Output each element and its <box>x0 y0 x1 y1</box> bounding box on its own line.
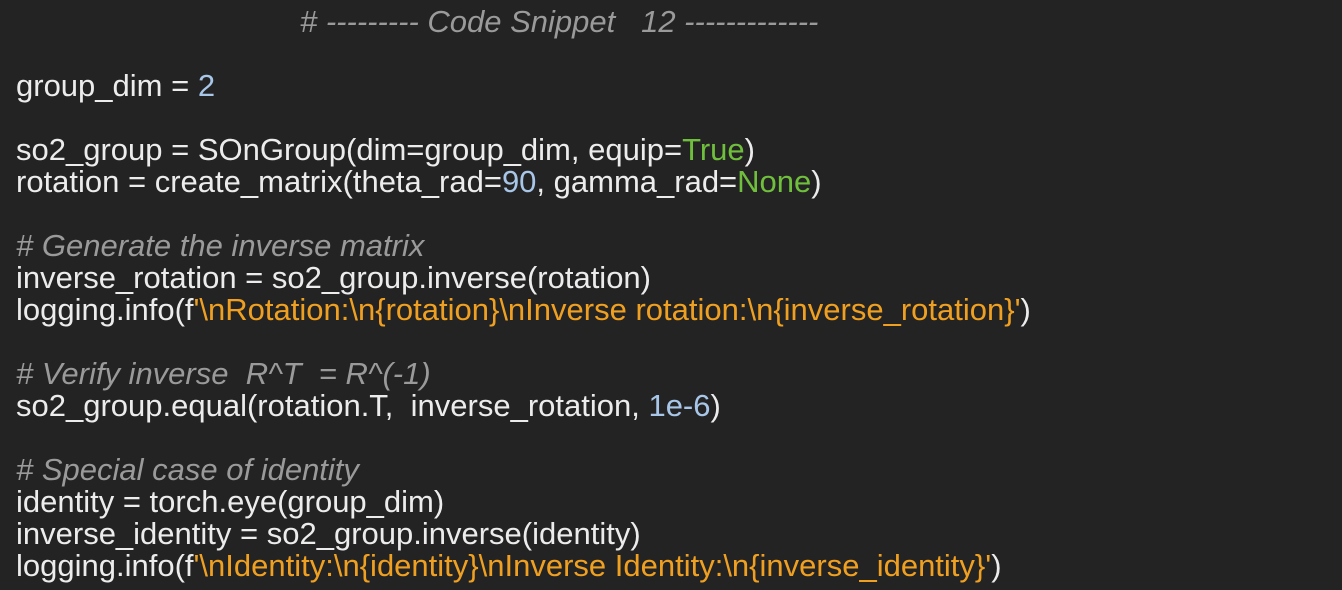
code-token-plain: logging.info(f <box>16 292 194 327</box>
code-token-plain: inverse_rotation = so2_group.inverse(rot… <box>16 260 652 295</box>
code-line: so2_group.equal(rotation.T, inverse_rota… <box>16 390 721 422</box>
code-snippet-header-comment: # --------- Code Snippet 12 ------------… <box>300 4 819 39</box>
code-token-plain: ) <box>811 164 822 199</box>
code-line: identity = torch.eye(group_dim) <box>16 486 444 518</box>
code-token-plain: ) <box>1020 292 1031 327</box>
code-line: # Verify inverse R^T = R^(-1) <box>16 358 431 390</box>
code-token-num: 1e-6 <box>648 388 711 423</box>
code-line: # Special case of identity <box>16 454 359 486</box>
code-token-str: '\nRotation:\n{rotation}\nInverse rotati… <box>193 292 1021 327</box>
code-token-comment: # Special case of identity <box>16 452 359 487</box>
code-token-str: '\nIdentity:\n{identity}\nInverse Identi… <box>193 548 992 583</box>
code-token-plain: logging.info(f <box>16 548 194 583</box>
code-token-plain: so2_group = SOnGroup(dim=group_dim, equi… <box>16 132 683 167</box>
code-token-plain: ) <box>744 132 755 167</box>
code-line: # Generate the inverse matrix <box>16 230 424 262</box>
code-token-comment: # Generate the inverse matrix <box>16 228 425 263</box>
code-token-plain: inverse_identity = so2_group.inverse(ide… <box>16 516 641 551</box>
code-token-comment: # Verify inverse R^T = R^(-1) <box>16 356 431 391</box>
code-token-plain: rotation = create_matrix(theta_rad= <box>16 164 502 199</box>
code-token-plain: ) <box>991 548 1002 583</box>
code-token-plain: , gamma_rad= <box>536 164 738 199</box>
code-line: logging.info(f'\nIdentity:\n{identity}\n… <box>16 550 1002 582</box>
code-token-plain: group_dim = <box>16 68 198 103</box>
code-line: rotation = create_matrix(theta_rad=90, g… <box>16 166 822 198</box>
code-line: logging.info(f'\nRotation:\n{rotation}\n… <box>16 294 1031 326</box>
code-token-num: 2 <box>197 68 216 103</box>
code-token-plain: ) <box>710 388 721 423</box>
code-line: group_dim = 2 <box>16 70 215 102</box>
code-token-plain: identity = torch.eye(group_dim) <box>16 484 445 519</box>
code-token-kw: True <box>682 132 745 167</box>
code-token-num: 90 <box>501 164 537 199</box>
code-line: inverse_identity = so2_group.inverse(ide… <box>16 518 641 550</box>
code-line: inverse_rotation = so2_group.inverse(rot… <box>16 262 651 294</box>
code-token-kw: None <box>737 164 812 199</box>
code-token-plain: so2_group.equal(rotation.T, inverse_rota… <box>16 388 649 423</box>
code-line: so2_group = SOnGroup(dim=group_dim, equi… <box>16 134 755 166</box>
